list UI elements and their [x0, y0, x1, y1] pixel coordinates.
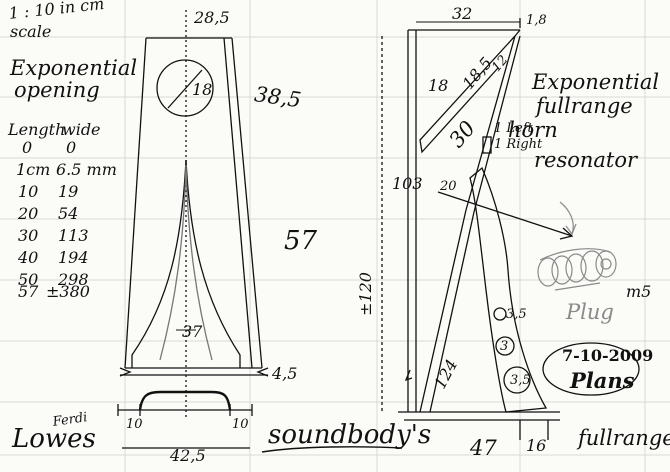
opening-title-line1: Exponential: [10, 56, 138, 80]
side-top-thickness: 1,8: [526, 13, 547, 28]
plan-title: soundbody's: [268, 420, 432, 450]
scale-note-line2: scale: [10, 22, 52, 41]
table-row-length: 1cm: [16, 160, 51, 179]
side-top-width: 32: [452, 4, 473, 23]
front-height-lower: 57: [284, 226, 318, 256]
table-row-length: 40: [18, 248, 39, 267]
table-row-length: 50: [18, 270, 39, 289]
side-height-120: ±120: [356, 272, 375, 316]
table-row-wide: 54: [58, 204, 79, 223]
table-row-wide: 298: [58, 270, 89, 289]
table-zero-wide: 0: [66, 138, 77, 157]
plug-size: m5: [626, 282, 652, 301]
front-foot-right: 10: [232, 417, 249, 432]
table-row-wide: ±380: [46, 282, 90, 301]
front-side-offset: 4,5: [272, 364, 298, 383]
front-mouth-half: 37: [182, 322, 203, 341]
plug-sketch: [537, 201, 617, 291]
front-view: [117, 10, 269, 449]
side-base-foot: 16: [526, 436, 547, 455]
side-hole-20: 20: [440, 179, 457, 194]
author-last-name: Lowes: [12, 424, 96, 454]
table-header-wide: wide: [62, 120, 101, 139]
date-stamp-plans: Plans: [570, 368, 635, 393]
table-row-wide: 6.5 mm: [56, 160, 117, 179]
table-row-wide: 194: [58, 248, 89, 267]
side-view: [381, 18, 640, 440]
side-height-103: 103: [392, 174, 423, 193]
table-row-length: 57: [18, 282, 39, 301]
table-zero-length: 0: [22, 138, 33, 157]
front-base-width: 42,5: [170, 446, 206, 465]
side-title-line3: horn: [508, 118, 558, 142]
front-top-width: 28,5: [194, 8, 230, 27]
side-title-line4: resonator: [534, 148, 638, 172]
side-title-line2: fullrange: [536, 94, 633, 118]
table-row-length: 10: [18, 182, 39, 201]
plug-label: Plug: [566, 300, 614, 324]
table-row-length: 30: [18, 226, 39, 245]
front-circle-dia: 18: [192, 80, 213, 99]
opening-title-line2: opening: [14, 78, 100, 102]
side-left-label: 1 Left: [494, 121, 533, 136]
side-hole-3: 3: [500, 339, 509, 354]
side-base-width: 47: [470, 436, 497, 460]
date-stamp-date: 7-10-2009: [562, 346, 654, 365]
side-diag-18: 18: [428, 76, 449, 95]
table-header-length: Length: [8, 120, 66, 139]
table-row-length: 20: [18, 204, 39, 223]
side-title-line1: Exponential: [532, 70, 660, 94]
side-right-label: 1 Right: [494, 137, 543, 152]
table-row-wide: 113: [58, 226, 89, 245]
title-underline: [261, 446, 403, 453]
front-foot-left: 10: [126, 417, 143, 432]
side-hole-3-5b: 3,5: [510, 373, 531, 388]
table-row-wide: 19: [58, 182, 79, 201]
side-hole-3-5: 3,5: [506, 307, 527, 322]
footer-fullrange: fullrange: [578, 426, 670, 450]
